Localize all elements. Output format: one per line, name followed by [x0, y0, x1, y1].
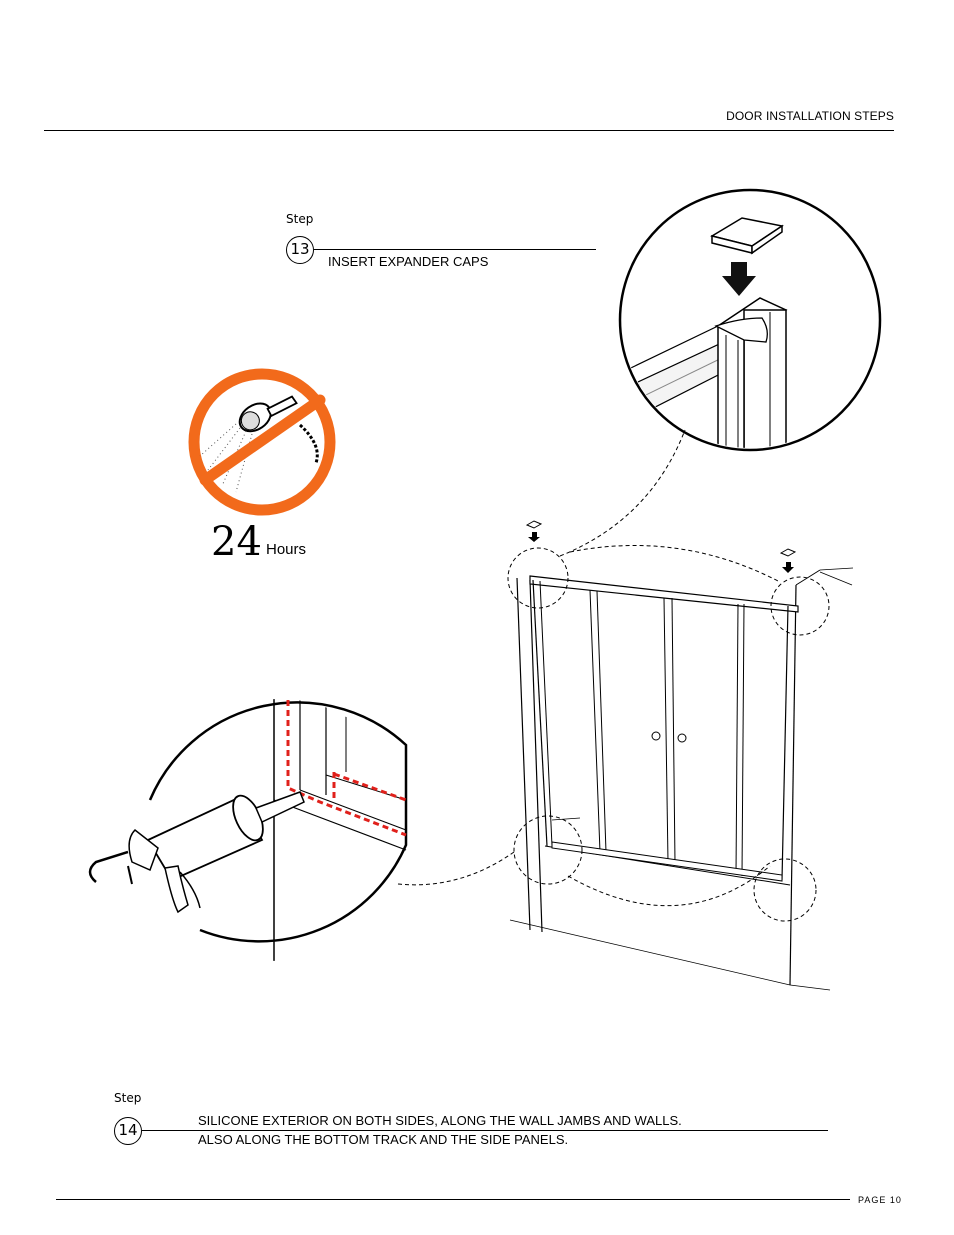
- callout-markers: [397, 429, 830, 922]
- step-14-rule: [142, 1130, 828, 1131]
- expander-cap-detail: [618, 188, 882, 452]
- caulk-gun-icon: [88, 791, 305, 914]
- header-divider: [44, 130, 894, 131]
- cure-time-number: 24: [211, 519, 262, 565]
- step-13-instruction: INSERT EXPANDER CAPS: [328, 254, 489, 269]
- step-14-instruction-line-1: SILICONE EXTERIOR ON BOTH SIDES, ALONG T…: [198, 1113, 682, 1128]
- expander-cap-icon: [710, 217, 784, 255]
- page-number: PAGE 10: [858, 1195, 902, 1205]
- footer-divider: [56, 1199, 850, 1200]
- down-arrow-icon: [722, 262, 756, 296]
- section-title: DOOR INSTALLATION STEPS: [726, 109, 894, 123]
- step-14-label: Step: [114, 1091, 142, 1105]
- door-assembly: [509, 520, 854, 991]
- caulk-detail: [88, 699, 408, 961]
- step-13-label: Step: [286, 212, 314, 226]
- step-14-number: 14: [114, 1117, 142, 1145]
- no-shower-icon: [188, 368, 336, 516]
- cure-time-unit: Hours: [266, 541, 307, 558]
- step-13-number: 13: [286, 236, 314, 264]
- step-13-rule: [314, 249, 596, 250]
- step-14-instruction-line-2: ALSO ALONG THE BOTTOM TRACK AND THE SIDE…: [198, 1132, 569, 1147]
